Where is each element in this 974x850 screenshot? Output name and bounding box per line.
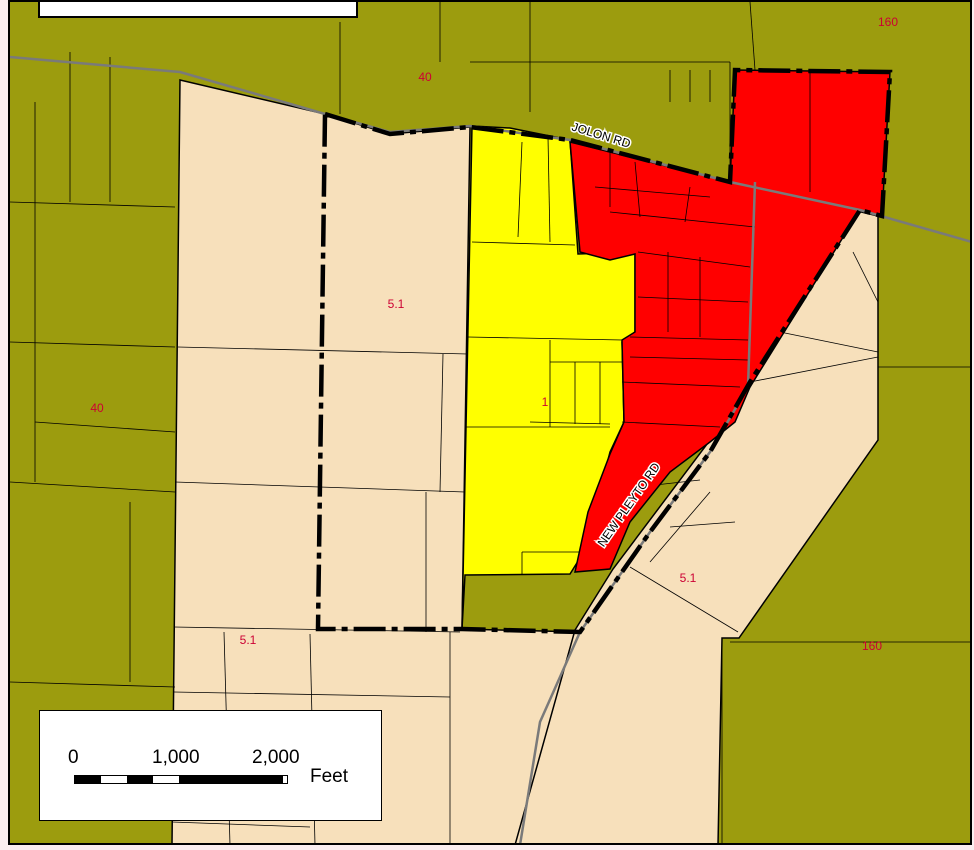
scale-segment: [75, 776, 101, 783]
zoning-label: 40: [90, 401, 104, 415]
scale-bar-graphic: [74, 775, 288, 784]
zoning-label: 40: [418, 70, 432, 84]
scale-segment: [127, 776, 153, 783]
jolon-road: [10, 55, 970, 243]
zoning-label: 1: [542, 395, 549, 409]
high-density-parcels: [594, 72, 811, 428]
scale-bar: 0 1,000 2,000 Feet: [39, 710, 382, 821]
zoning-labels: 40 160 5.1 1 40 5.1 5.1 160: [90, 15, 898, 653]
scale-tick-label: 1,000: [152, 747, 200, 768]
medium-density-parcels: [466, 136, 623, 575]
planning-area-boundary: [315, 67, 893, 635]
scale-tick-label: 0: [68, 747, 79, 768]
rural-parcel-lines: [10, 2, 970, 688]
zoning-label: 5.1: [388, 297, 405, 311]
map-frame[interactable]: 40 160 5.1 1 40 5.1 5.1 160 JOLON RD NEW…: [8, 0, 972, 845]
zoning-label: 5.1: [240, 633, 257, 647]
zoning-label: 160: [878, 15, 898, 29]
scale-tick-label: 2,000: [252, 747, 300, 768]
zoning-label: 5.1: [680, 571, 697, 585]
scale-segment: [179, 776, 283, 783]
scale-unit-label: Feet: [310, 766, 349, 787]
map-canvas[interactable]: 40 160 5.1 1 40 5.1 5.1 160 JOLON RD NEW…: [10, 2, 972, 845]
map-title-box: [38, 2, 358, 18]
zoning-label: 160: [862, 639, 882, 653]
